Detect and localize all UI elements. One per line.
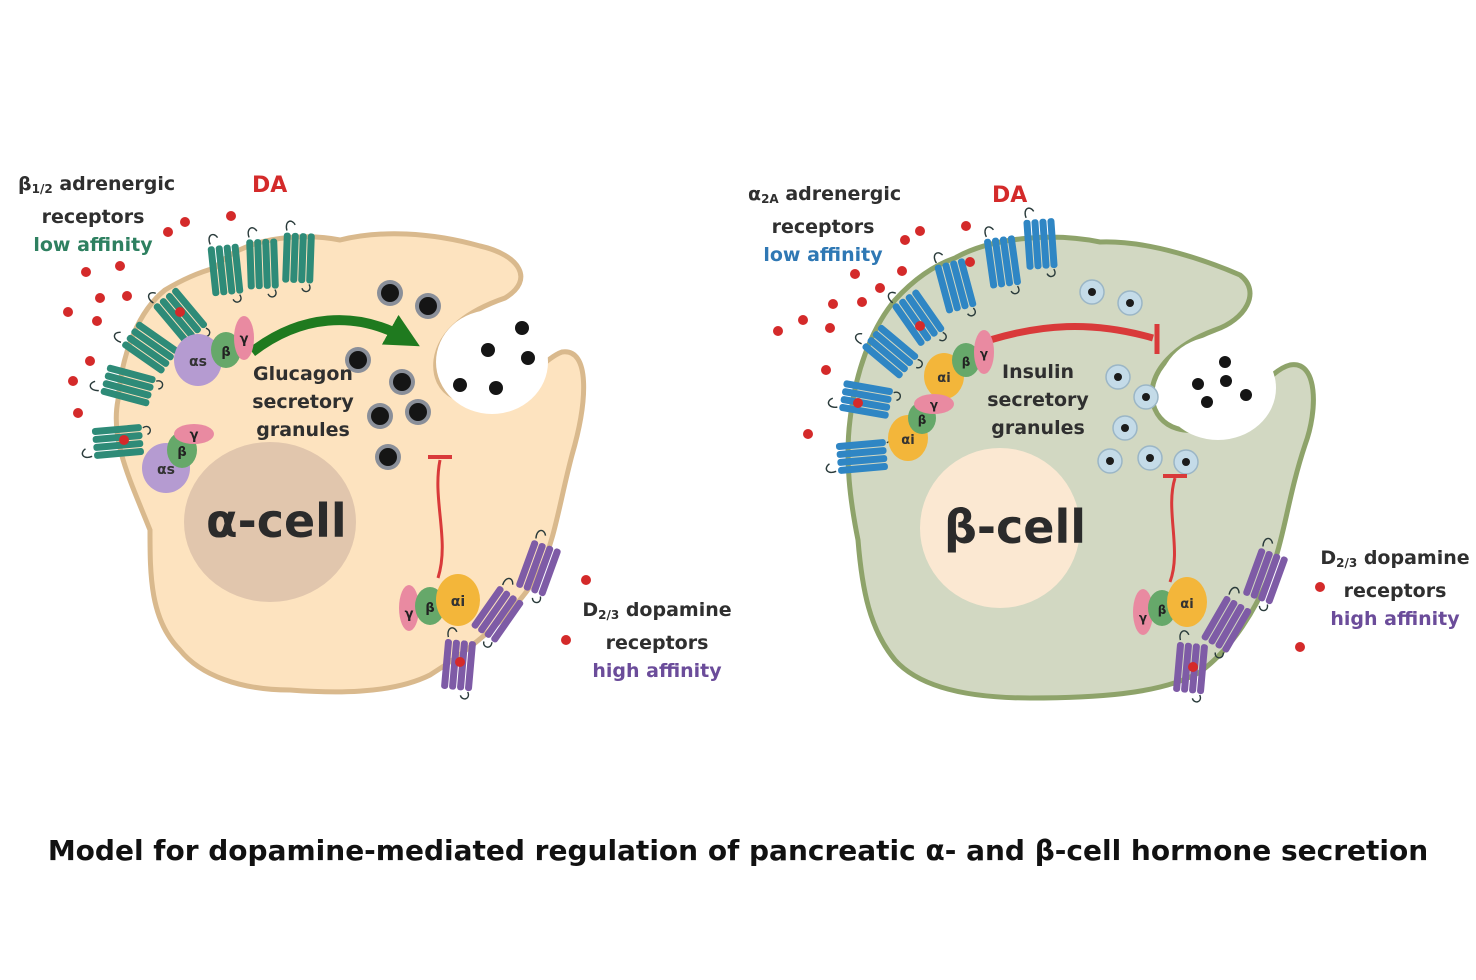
receptor-affinity: low affinity <box>33 234 153 256</box>
g-protein-alpha-s-2: αs β γ <box>142 424 214 493</box>
alpha-cell: αs β γ αs β γ γ β αi <box>63 211 591 701</box>
beta-nucleus <box>920 448 1080 608</box>
beta-dopamine-label: DA <box>992 183 1028 208</box>
alpha-dopamine-label: DA <box>252 173 288 198</box>
gamma-subunit-label: γ <box>1139 611 1147 625</box>
beta-subunit-label: β <box>918 413 927 427</box>
insulin-granule <box>1112 415 1138 441</box>
glucagon-granule <box>415 293 441 319</box>
gamma-subunit-label: γ <box>190 428 199 443</box>
beta-subunit-label: β <box>177 445 186 460</box>
released-glucagon <box>453 321 535 395</box>
g-protein-alpha-s-1: αs β γ <box>174 316 254 386</box>
glucagon-granule <box>389 369 415 395</box>
beta-secretory-granules <box>1079 279 1199 475</box>
beta-subunit-label: β <box>1158 603 1167 617</box>
g-protein-alpha-i-1: αi β γ <box>924 330 994 399</box>
glucagon-granule <box>377 280 403 306</box>
dopamine-molecules-alpha <box>63 211 591 667</box>
released-insulin <box>1192 356 1252 408</box>
receptor-label-line2: receptors <box>41 206 145 228</box>
beta-exocytosis-pocket <box>1160 336 1276 440</box>
gamma-subunit-label: γ <box>930 398 938 412</box>
g-protein-alpha-i-alpha-cell: γ β αi <box>399 574 480 631</box>
receptor-type-rest: dopamine <box>619 599 732 621</box>
alpha-i-label: αi <box>451 594 465 610</box>
receptor-affinity: high affinity <box>592 660 722 682</box>
alpha-receptor-label: β1/2 adrenergic receptors low affinity <box>18 170 175 259</box>
g-protein-alpha-i-2: αi β γ <box>888 394 954 461</box>
beta-subunit-label: β <box>962 355 971 369</box>
alpha-i-label: αi <box>901 433 914 448</box>
insulin-granule <box>1097 448 1123 474</box>
granule-label-line3: granules <box>256 419 350 441</box>
granule-label-line1: Insulin <box>1002 361 1074 383</box>
gamma-subunit-label: γ <box>980 347 988 361</box>
receptor-type-rest: dopamine <box>1357 547 1470 569</box>
beta-subunit-label: β <box>221 345 230 360</box>
beta-cell: αi β γ αi β γ γ β αi <box>773 205 1325 704</box>
alpha-s-label: αs <box>189 354 207 370</box>
insulin-granule <box>1137 445 1163 471</box>
beta-cell-name: β-cell <box>944 500 1087 554</box>
granule-label-line1: Glucagon <box>253 363 353 385</box>
receptor-type-prefix: β <box>18 173 32 195</box>
receptor-type-rest: adrenergic <box>52 173 176 195</box>
receptor-label-line2: receptors <box>1343 580 1447 602</box>
granule-label-line2: secretory <box>252 391 354 413</box>
gamma-subunit-label: γ <box>240 332 249 347</box>
insulin-granule <box>1173 449 1199 475</box>
insulin-granule <box>1117 290 1143 316</box>
beta-receptor-label: α2A adrenergic receptors low affinity <box>748 180 902 269</box>
receptor-type-rest: adrenergic <box>778 183 902 205</box>
receptor-label-line2: receptors <box>605 632 709 654</box>
granule-label-line2: secretory <box>987 389 1089 411</box>
insulin-granule <box>1079 279 1105 305</box>
receptor-type-prefix: D <box>1320 547 1337 569</box>
dopamine-molecules-beta <box>773 221 1325 672</box>
receptor-affinity: high affinity <box>1330 608 1460 630</box>
receptor-label-line2: receptors <box>771 216 875 238</box>
receptor-subtype: 2/3 <box>1336 556 1358 570</box>
glucagon-granule <box>367 403 393 429</box>
insulin-granule <box>1105 364 1131 390</box>
g-protein-alpha-i-beta-cell: γ β αi <box>1133 577 1207 635</box>
receptor-subtype: 2/3 <box>598 608 620 622</box>
alpha-secretory-granules <box>345 280 441 470</box>
alpha-d-receptor-label: D2/3 dopamine receptors high affinity <box>580 596 734 685</box>
gamma-subunit-label: γ <box>405 607 414 622</box>
stimulation-arrow <box>248 314 420 356</box>
glucagon-granule <box>405 399 431 425</box>
beta-subunit-label: β <box>425 601 434 616</box>
beta-d-receptor-label: D2/3 dopamine receptors high affinity <box>1318 544 1472 633</box>
receptor-subtype: 1/2 <box>31 182 53 196</box>
alpha-nucleus <box>184 442 356 602</box>
receptor-type-prefix: D <box>582 599 599 621</box>
receptor-subtype: 2A <box>761 192 779 206</box>
inhibition-bar-bottom <box>1163 474 1187 583</box>
alpha-cell-name: α-cell <box>206 494 347 548</box>
glucagon-granules-label: Glucagon secretory granules <box>240 360 366 444</box>
insulin-granules-label: Insulin secretory granules <box>978 358 1098 442</box>
alpha-s-label: αs <box>157 462 175 478</box>
receptor-type-prefix: α <box>748 183 762 205</box>
glucagon-granule <box>375 444 401 470</box>
alpha-i-label: αi <box>937 371 950 386</box>
inhibition-bar <box>428 455 452 579</box>
receptor-affinity: low affinity <box>763 244 883 266</box>
alpha-i-label: αi <box>1180 597 1193 612</box>
inhibition-bar-top <box>988 322 1160 354</box>
granule-label-line3: granules <box>991 417 1085 439</box>
glucagon-granule <box>345 347 371 373</box>
insulin-granule <box>1133 384 1159 410</box>
figure-caption: Model for dopamine-mediated regulation o… <box>47 834 1429 867</box>
